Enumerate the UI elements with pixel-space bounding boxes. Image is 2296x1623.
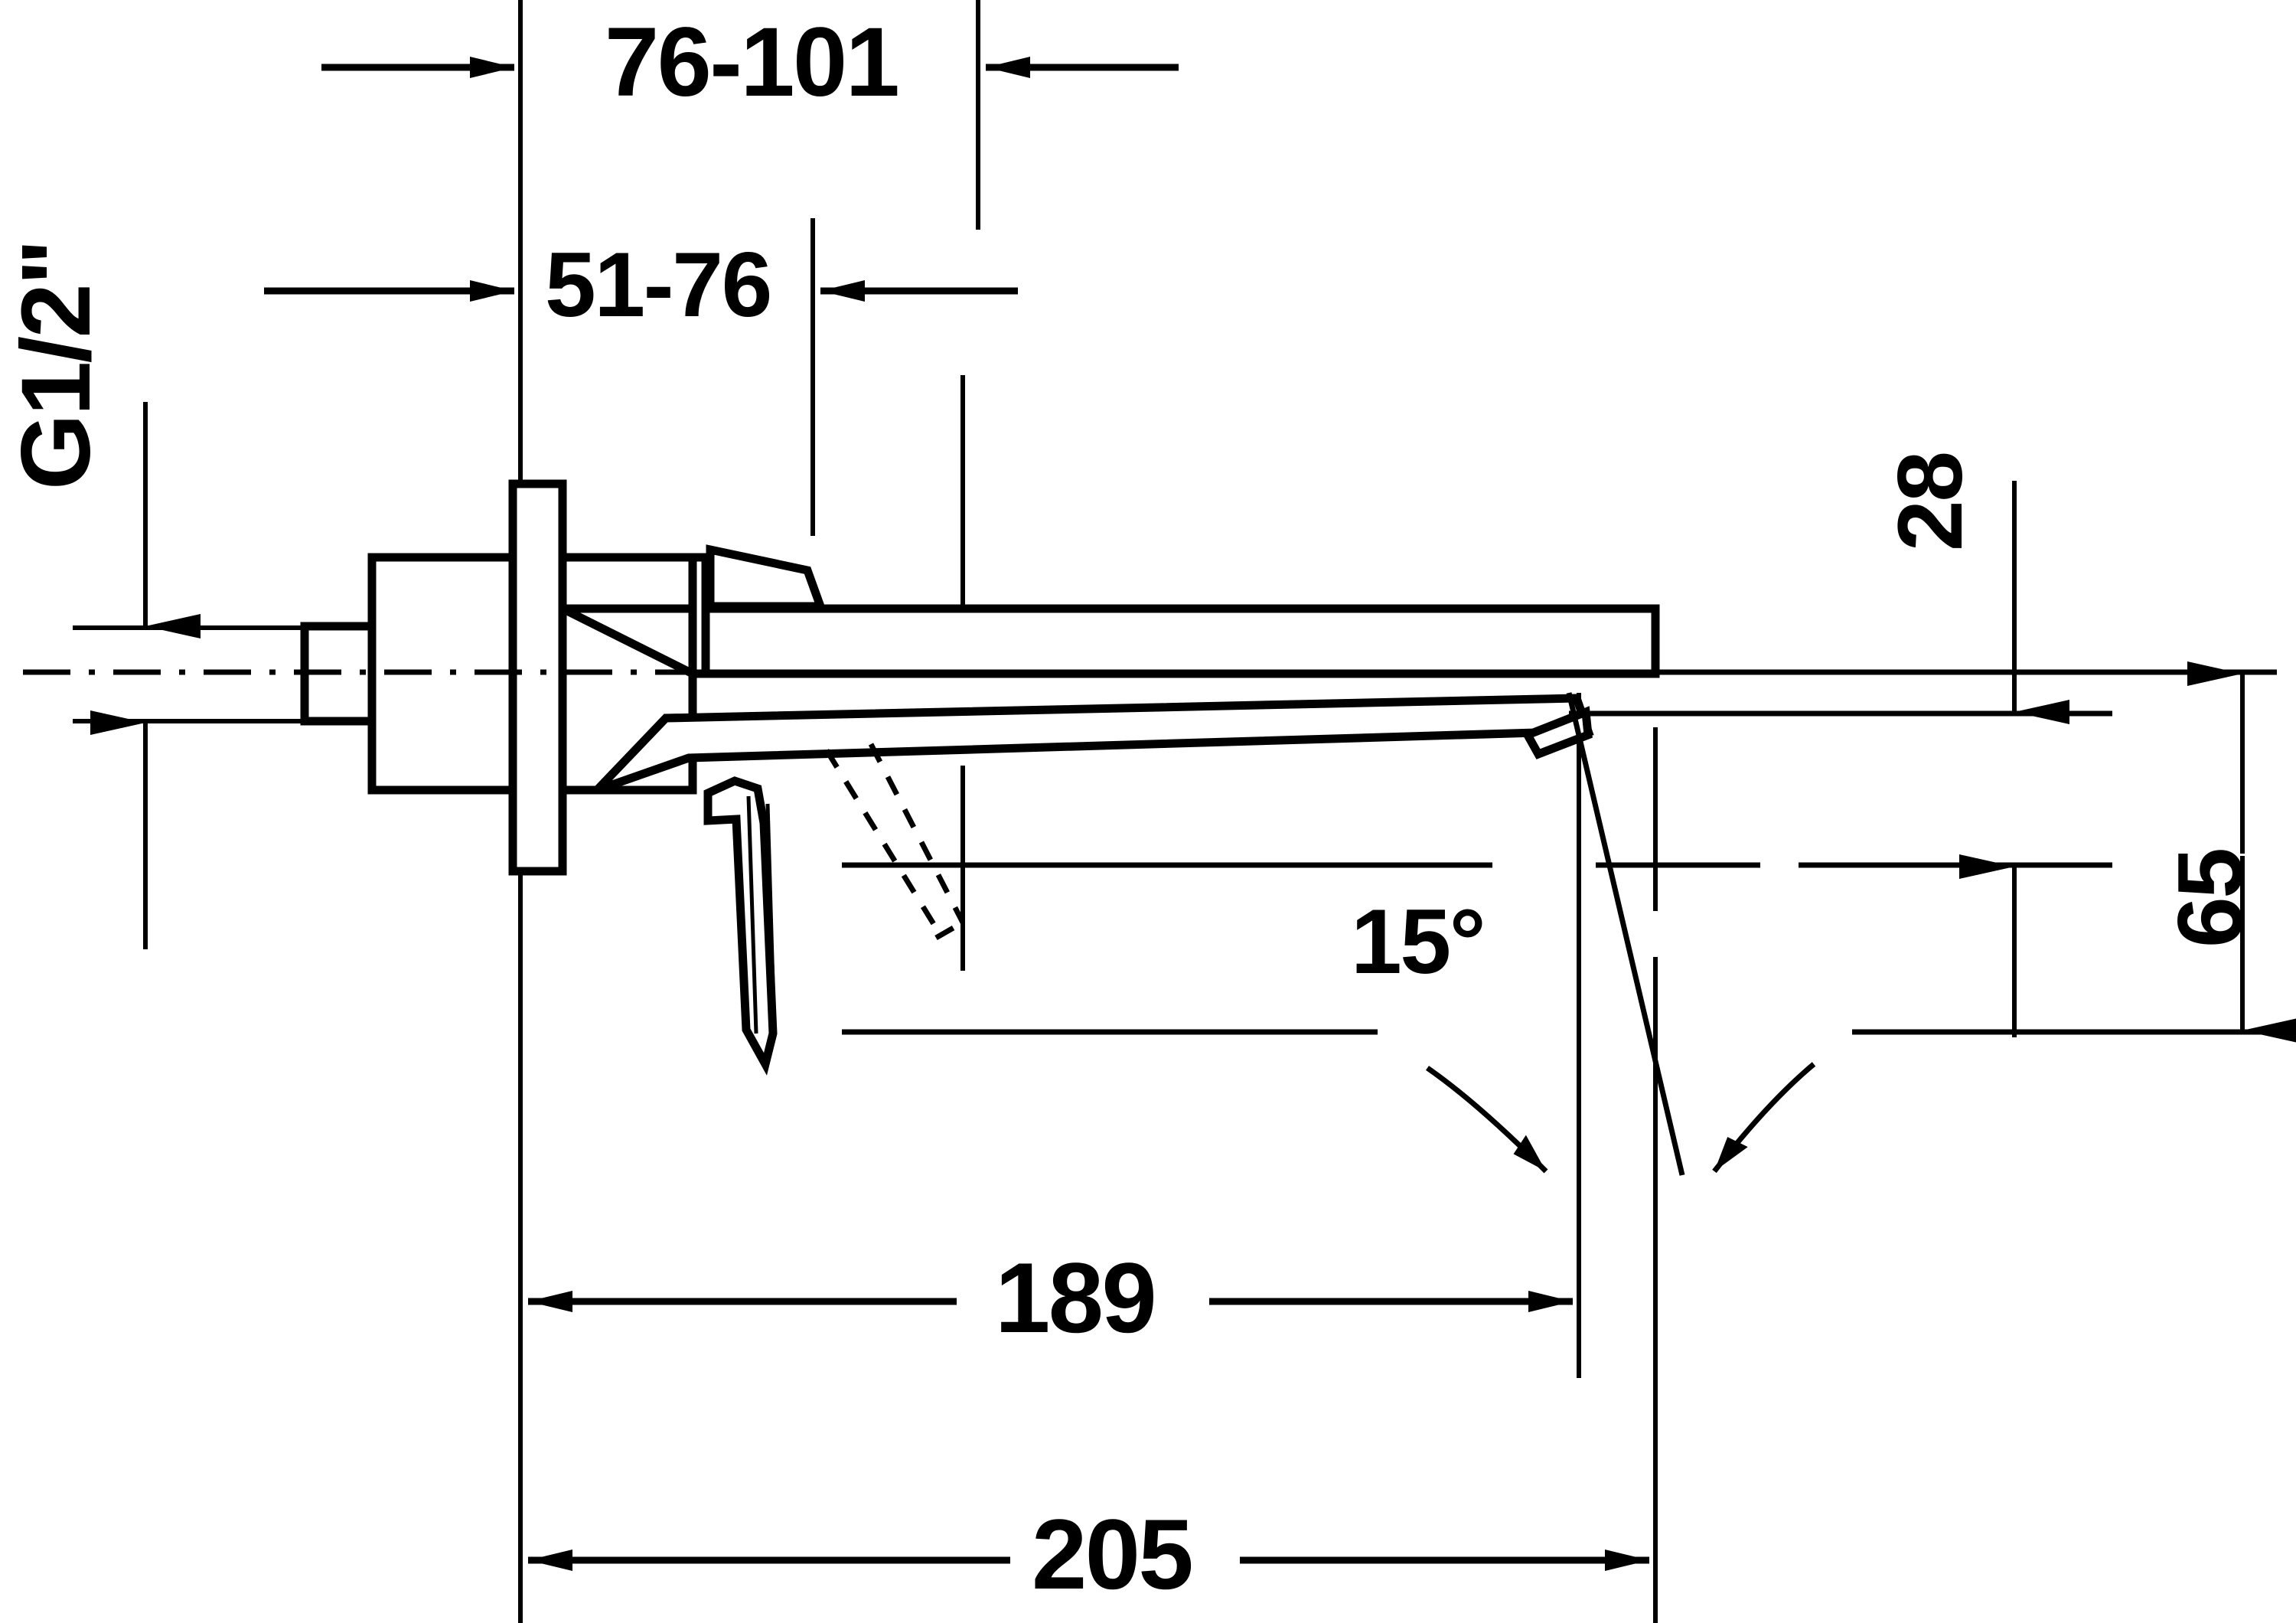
leader-arrow-right bbox=[1712, 1062, 1816, 1174]
dim-label-28: 28 bbox=[1879, 452, 1981, 551]
spout-top-slab bbox=[560, 604, 1660, 678]
dim-label-76-101: 76-101 bbox=[605, 8, 900, 117]
spout-underside bbox=[594, 694, 1594, 795]
hidden-aerator-base bbox=[934, 919, 964, 941]
hidden-construction-lines bbox=[824, 743, 966, 941]
dim-label-g-half-inch: G1/2" bbox=[2, 240, 111, 490]
dim-label-189: 189 bbox=[995, 1242, 1157, 1354]
lever-inner-detail bbox=[746, 795, 777, 1038]
dim-label-15-degree: 15° bbox=[1351, 890, 1486, 993]
handle-lever bbox=[706, 544, 827, 611]
pull-lever bbox=[703, 776, 778, 1076]
body-collar bbox=[688, 553, 710, 678]
outlet-axis-15deg bbox=[1566, 692, 1685, 1176]
dim-label-65: 65 bbox=[2159, 849, 2262, 948]
dim-label-51-76: 51-76 bbox=[545, 233, 772, 336]
wall-flange bbox=[508, 479, 567, 876]
dim-label-205: 205 bbox=[1032, 1498, 1194, 1610]
spout-outlet-nib bbox=[1521, 706, 1593, 759]
leader-arrow-left bbox=[1426, 1066, 1548, 1174]
dim-15-degree bbox=[1426, 692, 1816, 1176]
hidden-aerator-right bbox=[868, 743, 966, 924]
